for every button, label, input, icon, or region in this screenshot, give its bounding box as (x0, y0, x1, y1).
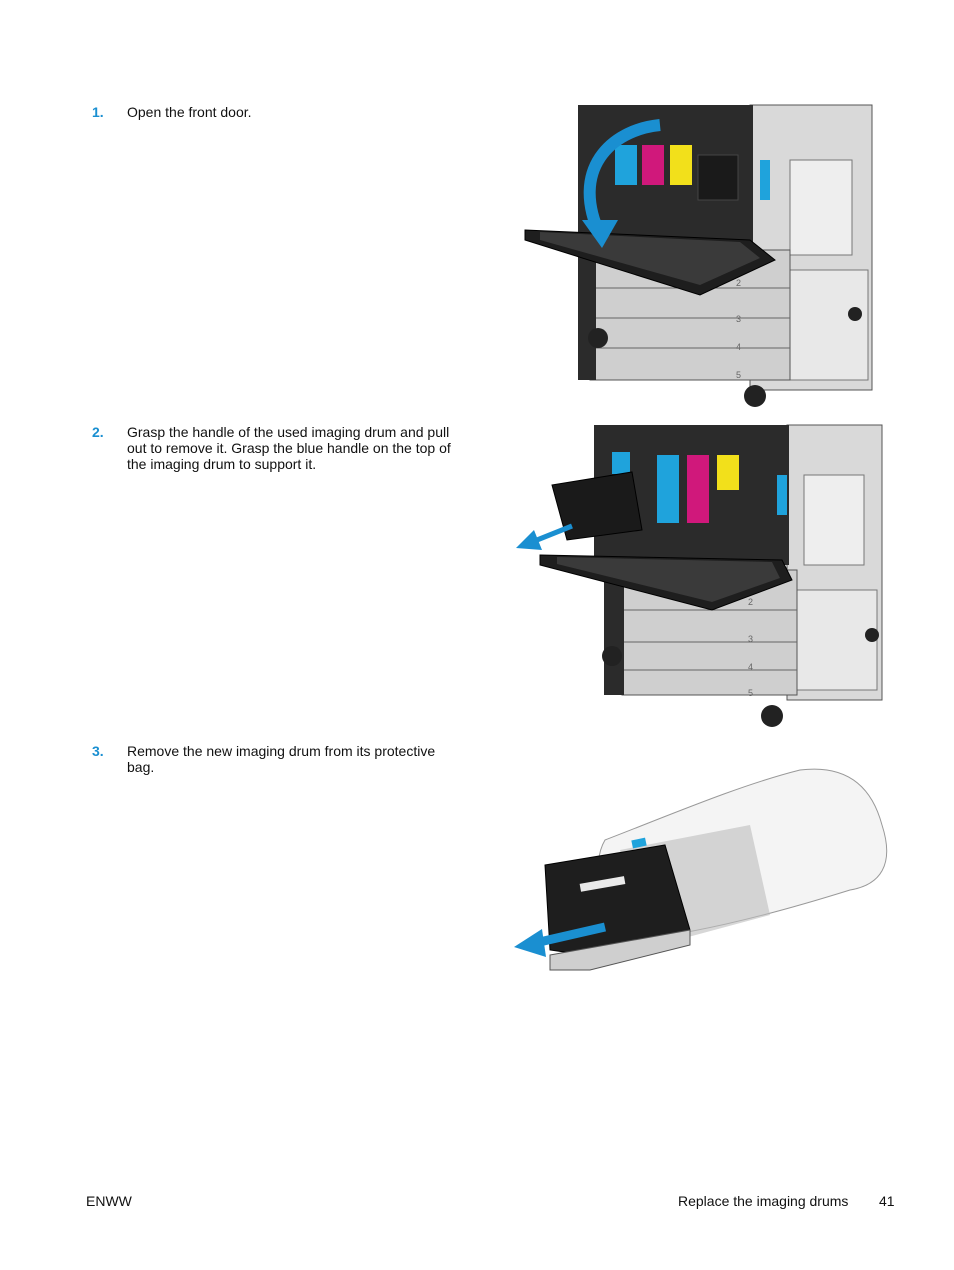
tray-number: 3 (748, 634, 753, 644)
step-number: 1. (92, 104, 104, 120)
printer-open-door-illustration: 2 3 4 5 (524, 104, 873, 407)
step-number: 2. (92, 424, 104, 440)
remove-imaging-drum-illustration: 2 3 4 5 (516, 424, 883, 727)
footer-section-title: Replace the imaging drums (678, 1193, 849, 1209)
tray-number: 2 (736, 278, 741, 288)
footer-document-id: ENWW (86, 1193, 132, 1209)
footer-page-number: 41 (879, 1193, 895, 1209)
tray-number: 2 (748, 597, 753, 607)
tray-number: 4 (748, 662, 753, 672)
tray-number: 5 (736, 370, 741, 380)
tray-number: 4 (736, 342, 741, 352)
step-number: 3. (92, 743, 104, 759)
step-text: Remove the new imaging drum from its pro… (127, 743, 436, 775)
tray-number: 5 (748, 688, 753, 698)
tray-number: 3 (736, 314, 741, 324)
step-text: Open the front door. (127, 104, 252, 120)
drum-protective-bag-illustration (514, 768, 888, 971)
step-text: Grasp the handle of the used imaging dru… (127, 424, 451, 472)
